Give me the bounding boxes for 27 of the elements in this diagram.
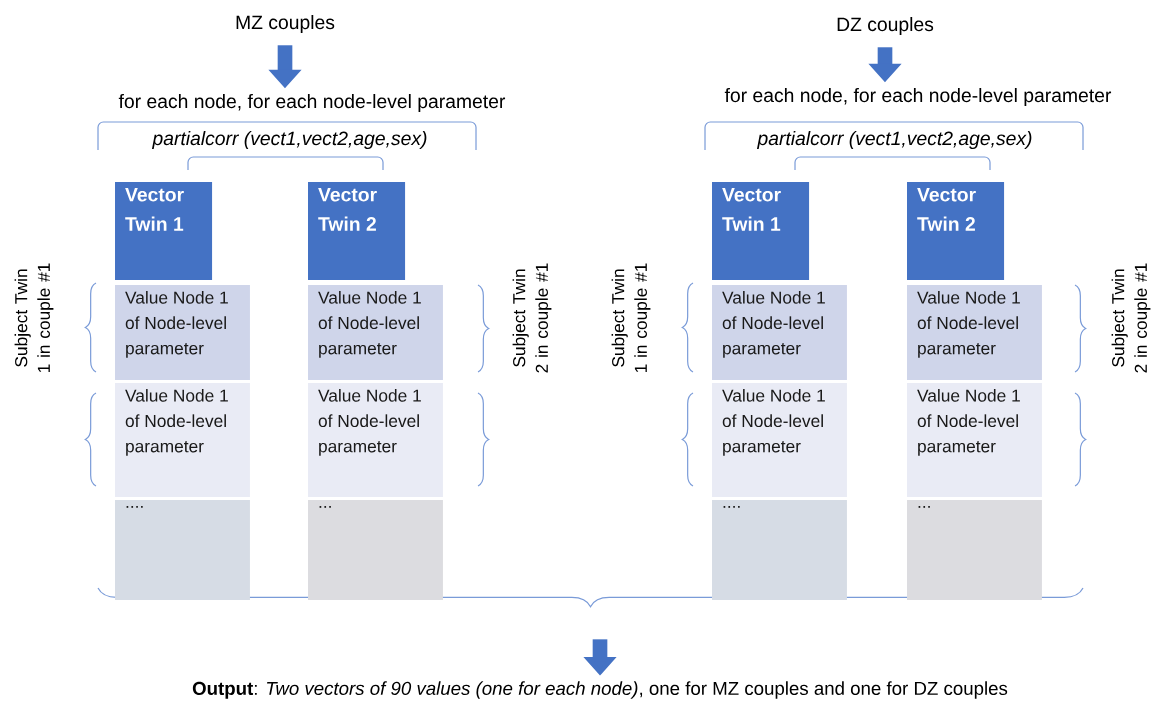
group-label: DZ couples bbox=[837, 17, 934, 35]
group-label: MZ couples bbox=[236, 15, 335, 33]
subject-label: Subject Twin 1 in couple #1 bbox=[14, 263, 54, 373]
value-cell: Value Node 1 of Node-level parameter bbox=[712, 285, 847, 380]
vector-header-cell: Vector Twin 2 bbox=[308, 182, 406, 280]
value-cell: Value Node 1 of Node-level parameter bbox=[712, 383, 847, 497]
subject-label: Subject Twin 1 in couple #1 bbox=[611, 263, 651, 373]
value-cell: Value Node 1 of Node-level parameter bbox=[115, 285, 250, 380]
subject-label: Subject Twin 2 in couple #1 bbox=[512, 263, 552, 373]
value-cell: Value Node 1 of Node-level parameter bbox=[907, 383, 1042, 497]
ellipsis-cell: ... bbox=[308, 500, 443, 600]
loop-label: for each node, for each node-level parameter bbox=[118, 94, 506, 112]
value-cell: Value Node 1 of Node-level parameter bbox=[308, 285, 443, 380]
function-label: partialcorr (vect1,vect2,age,sex) bbox=[152, 131, 427, 149]
value-cell: Value Node 1 of Node-level parameter bbox=[115, 383, 250, 497]
ellipsis-cell: .... bbox=[712, 500, 847, 600]
vector-header-cell: Vector Twin 1 bbox=[115, 182, 213, 280]
output-text: Output: Two vectors of 90 values (one for each node), one for MZ couples and one for DZ couples bbox=[192, 681, 1008, 699]
function-label: partialcorr (vect1,vect2,age,sex) bbox=[757, 131, 1032, 149]
ellipsis-cell: ... bbox=[907, 500, 1042, 600]
loop-label: for each node, for each node-level parameter bbox=[724, 88, 1112, 106]
value-cell: Value Node 1 of Node-level parameter bbox=[907, 285, 1042, 380]
value-cell: Value Node 1 of Node-level parameter bbox=[308, 383, 443, 497]
vector-header-cell: Vector Twin 1 bbox=[712, 182, 810, 280]
ellipsis-cell: .... bbox=[115, 500, 250, 600]
vector-header-cell: Vector Twin 2 bbox=[907, 182, 1005, 280]
subject-label: Subject Twin 2 in couple #1 bbox=[1111, 263, 1151, 373]
